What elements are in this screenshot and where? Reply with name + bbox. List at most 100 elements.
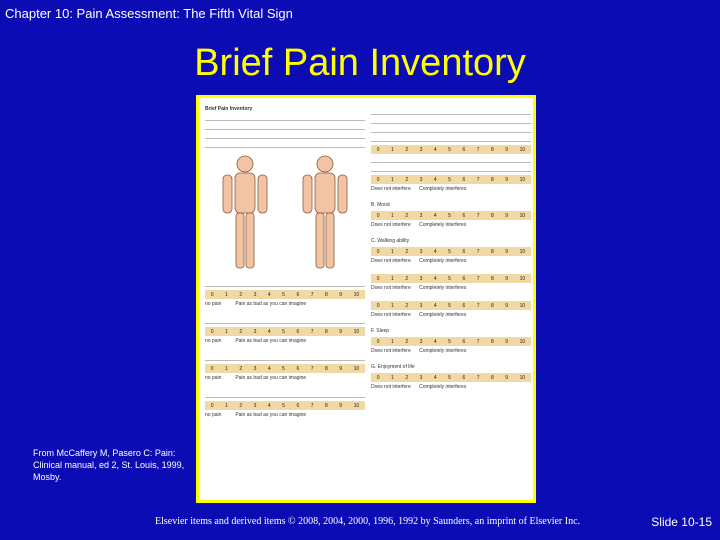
scale-number: 9 <box>505 275 509 282</box>
scale-number: 7 <box>476 248 480 255</box>
scale-number: 10 <box>519 338 526 345</box>
scale-number: 8 <box>325 402 328 409</box>
scale-number: 2 <box>239 291 243 298</box>
scale-number: 3 <box>419 374 423 381</box>
scale-number: 5 <box>282 328 285 335</box>
scale-number: 4 <box>433 176 437 183</box>
scale-number: 9 <box>505 146 509 153</box>
copyright-footer: Elsevier items and derived items © 2008,… <box>155 516 581 527</box>
scale-number: 8 <box>491 338 494 345</box>
scale-number: 1 <box>225 328 228 335</box>
form-line <box>371 165 531 172</box>
scale-number: 5 <box>282 402 285 409</box>
scale-number: 1 <box>391 212 394 219</box>
scale-number: 10 <box>353 328 360 335</box>
scale-number: 10 <box>519 176 526 183</box>
form-line <box>205 391 365 398</box>
scale-number: 6 <box>462 248 466 255</box>
scale-number: 7 <box>476 302 480 309</box>
scale-number: 2 <box>405 248 409 255</box>
scale-number: 7 <box>476 146 480 153</box>
scale-number: 6 <box>296 328 300 335</box>
slide-number: Slide 10-15 <box>651 515 712 529</box>
scale-number: 4 <box>267 365 271 372</box>
scale-number: 7 <box>476 374 480 381</box>
body-back-figure <box>302 155 348 269</box>
scale-number: 0 <box>376 374 380 381</box>
scale-number: 5 <box>448 338 451 345</box>
scale-number: 10 <box>353 365 360 372</box>
scale-number: 3 <box>419 176 423 183</box>
scale-number: 3 <box>419 212 423 219</box>
form-line <box>205 114 365 121</box>
form-line <box>205 132 365 139</box>
scale-number: 7 <box>310 402 314 409</box>
scale-number: 10 <box>519 302 526 309</box>
body-front-figure <box>222 155 268 269</box>
scale-number: 9 <box>505 176 509 183</box>
scale-number: 8 <box>491 374 494 381</box>
body-diagram <box>205 152 365 272</box>
scale-number: 4 <box>433 338 437 345</box>
scale-number: 3 <box>419 275 423 282</box>
form-left-column: Brief Pain Inventory <box>205 106 365 428</box>
scale-number: 10 <box>519 146 526 153</box>
scale-number: 5 <box>448 275 451 282</box>
scale-number: 8 <box>491 248 494 255</box>
scale-number: 3 <box>419 146 423 153</box>
scale-number: 10 <box>519 248 526 255</box>
form-line <box>371 117 531 124</box>
scale-number: 4 <box>433 275 437 282</box>
scale-number: 8 <box>325 365 328 372</box>
scale-number: 0 <box>376 275 380 282</box>
slide-title: Brief Pain Inventory <box>194 42 526 84</box>
scale-number: 6 <box>462 338 466 345</box>
scale-number: 5 <box>448 248 451 255</box>
scale-number: 4 <box>267 328 271 335</box>
scale-number: 9 <box>505 338 509 345</box>
scale-number: 4 <box>433 302 437 309</box>
scale-number: 1 <box>391 176 394 183</box>
scale-number: 0 <box>376 248 380 255</box>
scale-number: 6 <box>462 176 466 183</box>
scale-number: 7 <box>476 176 480 183</box>
scale-number: 6 <box>462 275 466 282</box>
scale-number: 3 <box>253 291 257 298</box>
scale-number: 7 <box>476 275 480 282</box>
scale-number: 8 <box>491 275 494 282</box>
scale-number: 0 <box>376 176 380 183</box>
scale-number: 2 <box>239 402 243 409</box>
scale-number: 9 <box>339 402 343 409</box>
scale-number: 4 <box>267 402 271 409</box>
scale-number: 8 <box>325 291 328 298</box>
scale-number: 6 <box>462 212 466 219</box>
scale-number: 0 <box>210 402 214 409</box>
form-line <box>371 156 531 163</box>
scale-number: 9 <box>339 291 343 298</box>
scale-number: 5 <box>448 146 451 153</box>
scale-number: 8 <box>491 146 494 153</box>
scale-number: 7 <box>310 328 314 335</box>
form-heading: Brief Pain Inventory <box>205 106 253 112</box>
form-line <box>371 135 531 142</box>
scale-number: 6 <box>296 291 300 298</box>
form-line <box>205 123 365 130</box>
scale-number: 2 <box>405 275 409 282</box>
scale-number: 0 <box>376 338 380 345</box>
form-line <box>205 317 365 324</box>
scale-number: 9 <box>505 302 509 309</box>
chapter-header: Chapter 10: Pain Assessment: The Fifth V… <box>5 6 293 21</box>
